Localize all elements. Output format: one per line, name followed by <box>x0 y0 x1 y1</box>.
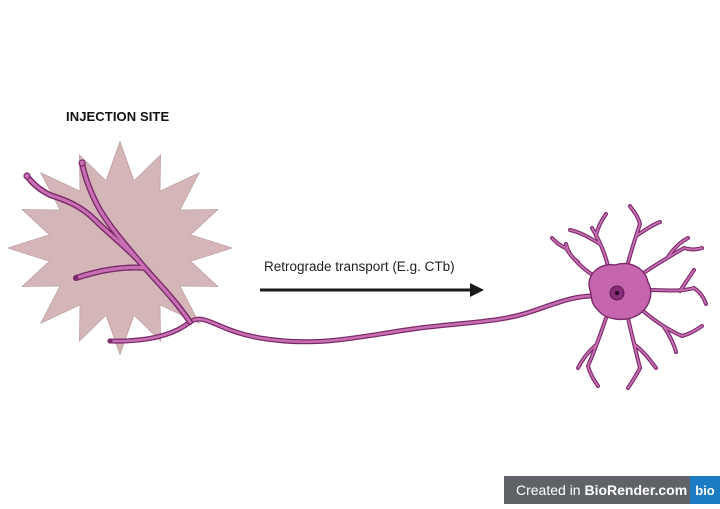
dendrite-fill <box>577 317 607 387</box>
dendrite-fill <box>627 317 657 389</box>
neuron-dendrites <box>550 204 708 390</box>
biorender-badge[interactable]: Created in BioRender.com bio <box>504 476 720 504</box>
axon-terminals <box>23 159 193 344</box>
badge-prefix: Created in <box>516 482 585 498</box>
dendrite-outline <box>646 268 708 306</box>
dendrite-outline <box>626 316 658 390</box>
dendrite-fill <box>551 237 595 277</box>
dendrite-fill <box>647 269 707 305</box>
dendrite-fill <box>627 205 661 264</box>
terminal-branch-fill <box>74 265 147 280</box>
badge-text: Created in BioRender.com <box>504 482 687 498</box>
neuron-soma <box>588 262 652 321</box>
dendrite-outline <box>626 204 662 265</box>
dendrite-fill <box>569 213 609 267</box>
nucleolus <box>614 290 620 296</box>
transport-arrow <box>260 283 484 297</box>
arrow-head <box>470 283 484 297</box>
dendrite-fill <box>644 237 703 273</box>
injection-site-burst <box>6 140 234 356</box>
terminal-bouton <box>78 159 86 167</box>
dendrite-fill <box>641 309 703 353</box>
biorender-logo-icon: bio <box>690 476 720 504</box>
terminal-bouton <box>23 172 31 180</box>
injection-site-label: INJECTION SITE <box>66 109 170 124</box>
terminal-branch-fill <box>25 174 192 324</box>
terminal-branch-fill <box>80 161 147 270</box>
badge-brand: BioRender.com <box>584 482 688 498</box>
terminal-bouton <box>73 275 79 281</box>
transport-label: Retrograde transport (E.g. CTb) <box>264 259 455 274</box>
axon-end <box>107 338 113 344</box>
